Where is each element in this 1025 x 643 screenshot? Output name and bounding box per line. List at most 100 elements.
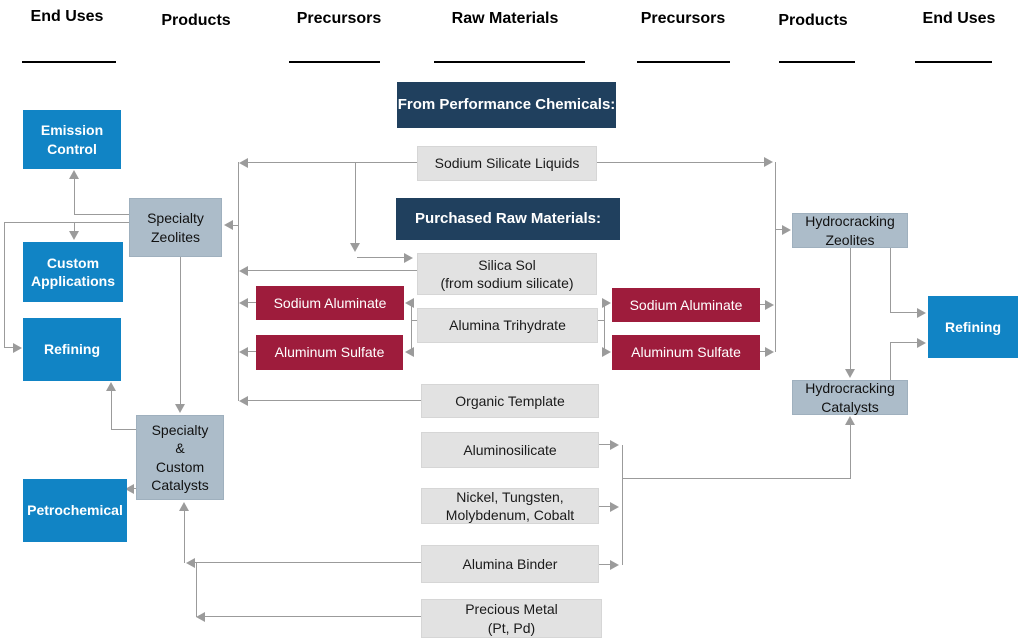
column-header-raw-materials: Raw Materials: [451, 10, 559, 27]
header-underline: [779, 61, 855, 63]
arrowhead: [404, 253, 413, 263]
arrowhead: [765, 347, 774, 357]
arrowhead: [765, 300, 774, 310]
arrowhead: [239, 347, 248, 357]
connector-line: [111, 386, 112, 430]
column-header-end-uses-left: End Uses: [30, 8, 104, 25]
connector-line: [850, 424, 851, 479]
connector-line: [775, 162, 776, 352]
connector-line: [604, 303, 605, 352]
node-specialty-custom-catalysts: Specialty & Custom Catalysts: [136, 415, 224, 500]
node-alumina-binder: Alumina Binder: [421, 545, 599, 583]
connector-line: [245, 162, 417, 163]
arrowhead: [764, 157, 773, 167]
node-aluminum-sulfate-right: Aluminum Sulfate: [612, 335, 760, 370]
connector-line: [74, 172, 75, 215]
node-emission-control: Emission Control: [23, 110, 121, 169]
banner-purchased-raw-materials: Purchased Raw Materials:: [396, 198, 620, 240]
connector-line: [357, 257, 407, 258]
banner-from-performance-chemicals: From Performance Chemicals:: [397, 82, 616, 128]
connector-line: [238, 162, 239, 401]
header-underline: [637, 61, 730, 63]
connector-line: [760, 304, 768, 305]
arrowhead: [239, 298, 248, 308]
connector-line: [890, 342, 917, 343]
node-custom-applications: Custom Applications: [23, 242, 123, 302]
arrowhead: [917, 338, 926, 348]
node-sodium-aluminate-right: Sodium Aluminate: [612, 288, 760, 322]
connector-line: [245, 400, 421, 401]
connector-line: [245, 302, 256, 303]
arrowhead: [350, 243, 360, 252]
column-header-precursors-left: Precursors: [296, 10, 382, 27]
arrowhead: [239, 266, 248, 276]
header-underline: [289, 61, 380, 63]
connector-line: [598, 320, 604, 321]
connector-line: [597, 162, 764, 163]
connector-line: [599, 506, 610, 507]
column-header-precursors-right: Precursors: [640, 10, 726, 27]
arrowhead: [602, 347, 611, 357]
connector-line: [760, 351, 768, 352]
arrowhead: [186, 558, 195, 568]
connector-line: [355, 162, 356, 248]
node-alumina-trihydrate: Alumina Trihydrate: [417, 308, 598, 343]
connector-line: [890, 312, 917, 313]
arrowhead: [405, 298, 414, 308]
connector-line: [4, 347, 14, 348]
arrowhead: [196, 612, 205, 622]
connector-line: [890, 248, 891, 313]
arrowhead: [239, 158, 248, 168]
node-organic-template: Organic Template: [421, 384, 599, 418]
connector-line: [196, 563, 197, 617]
arrowhead: [845, 369, 855, 378]
connector-line: [4, 222, 5, 348]
node-aluminosilicate: Aluminosilicate: [421, 432, 599, 468]
connector-line: [850, 248, 851, 370]
connector-line: [622, 478, 850, 479]
connector-line: [776, 229, 783, 230]
connector-line: [230, 225, 238, 226]
connector-line: [192, 562, 421, 563]
connector-line: [622, 445, 623, 565]
connector-line: [411, 320, 417, 321]
column-header-products-right: Products: [778, 12, 848, 29]
node-nickel-tungsten-molybdenum-cobalt: Nickel, Tungsten, Molybdenum, Cobalt: [421, 488, 599, 524]
column-header-products-left: Products: [161, 12, 231, 29]
connector-line: [599, 564, 610, 565]
node-hydrocracking-zeolites: Hydrocracking Zeolites: [792, 213, 908, 248]
arrowhead: [125, 484, 134, 494]
connector-line: [245, 351, 256, 352]
node-precious-metal: Precious Metal (Pt, Pd): [421, 599, 602, 638]
connector-line: [411, 303, 412, 352]
arrowhead: [69, 170, 79, 179]
arrowhead: [179, 502, 189, 511]
arrowhead: [845, 416, 855, 425]
node-refining-left: Refining: [23, 318, 121, 381]
arrowhead: [13, 343, 22, 353]
connector-line: [184, 505, 185, 563]
arrowhead: [175, 404, 185, 413]
connector-line: [180, 257, 181, 405]
connector-line: [74, 223, 75, 232]
node-aluminum-sulfate-left: Aluminum Sulfate: [256, 335, 403, 370]
arrowhead: [610, 440, 619, 450]
header-underline: [915, 61, 992, 63]
node-petrochemical: Petrochemical: [23, 479, 127, 542]
connector-line: [74, 214, 129, 215]
connector-line: [111, 429, 136, 430]
node-sodium-silicate-liquids: Sodium Silicate Liquids: [417, 146, 597, 181]
arrowhead: [917, 308, 926, 318]
connector-line: [890, 343, 891, 380]
arrowhead: [610, 502, 619, 512]
node-refining-right: Refining: [928, 296, 1018, 358]
header-underline: [434, 61, 585, 63]
connector-line: [599, 444, 610, 445]
arrowhead: [239, 396, 248, 406]
connector-line: [245, 270, 417, 271]
node-hydrocracking-catalysts: Hydrocracking Catalysts: [792, 380, 908, 415]
arrowhead: [610, 560, 619, 570]
column-header-end-uses-right: End Uses: [922, 10, 996, 27]
arrowhead: [69, 231, 79, 240]
